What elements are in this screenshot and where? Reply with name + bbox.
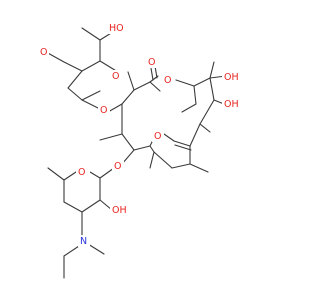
label-backdrop bbox=[112, 160, 124, 172]
bond bbox=[133, 145, 151, 151]
bond bbox=[99, 167, 115, 179]
hydroxyl-label: OH bbox=[112, 205, 127, 216]
label-backdrop bbox=[39, 46, 49, 58]
bond bbox=[209, 77, 215, 101]
label-backdrop bbox=[107, 22, 125, 34]
bond bbox=[121, 89, 135, 105]
bond bbox=[89, 171, 101, 179]
bond bbox=[87, 243, 105, 255]
label-backdrop bbox=[222, 71, 240, 83]
label-backdrop bbox=[161, 74, 175, 86]
molecule-structure-diagram: HO O O O O OH OH O O O O OH N bbox=[39, 22, 240, 279]
bond bbox=[150, 67, 154, 81]
bond bbox=[121, 133, 135, 151]
label-backdrop bbox=[76, 166, 90, 178]
label-backdrop bbox=[222, 98, 240, 110]
methoxy-oxygen-label: O bbox=[40, 47, 47, 58]
bond bbox=[127, 71, 135, 91]
bond bbox=[199, 99, 215, 125]
bonds bbox=[45, 27, 227, 279]
hydroxyl-label: OH bbox=[224, 99, 239, 110]
ring-oxygen-label: O bbox=[112, 71, 119, 82]
furan-oxygen-label: O bbox=[154, 131, 161, 142]
bond bbox=[81, 27, 101, 41]
glycoside-oxygen-label: O bbox=[114, 161, 121, 172]
glycoside-oxygen-label: O bbox=[100, 105, 107, 116]
bond bbox=[163, 133, 175, 142]
bond bbox=[99, 133, 123, 141]
bond bbox=[193, 77, 211, 87]
hydroxyl-label: HO bbox=[109, 23, 124, 34]
bond bbox=[63, 171, 77, 181]
bond bbox=[63, 201, 83, 213]
bond bbox=[173, 140, 191, 147]
label-backdrop bbox=[111, 70, 121, 82]
bond bbox=[174, 144, 192, 151]
bond bbox=[193, 85, 197, 105]
ring-oxygen-label: O bbox=[78, 167, 85, 178]
bond bbox=[47, 167, 65, 181]
label-backdrop bbox=[78, 235, 90, 247]
bond bbox=[181, 103, 197, 113]
bond bbox=[189, 163, 209, 173]
bond bbox=[81, 199, 101, 213]
bond bbox=[81, 60, 101, 72]
bond bbox=[171, 163, 191, 169]
bond bbox=[63, 61, 83, 72]
structure-svg: HO O O O O OH OH O O O O OH N bbox=[39, 22, 240, 279]
bond bbox=[67, 87, 83, 101]
carbonyl-oxygen-label: O bbox=[148, 57, 155, 68]
bond bbox=[67, 70, 83, 89]
bond bbox=[133, 81, 151, 91]
amine-nitrogen-label: N bbox=[80, 236, 87, 247]
bond bbox=[153, 151, 173, 169]
bond bbox=[81, 99, 99, 109]
label-backdrop bbox=[98, 104, 110, 116]
label-backdrop bbox=[110, 204, 128, 216]
label-backdrop bbox=[147, 56, 157, 68]
bond bbox=[149, 145, 155, 153]
bond bbox=[175, 79, 195, 87]
bond bbox=[107, 103, 123, 113]
hydroxyl-label: OH bbox=[224, 72, 239, 83]
label-backdrop bbox=[152, 130, 164, 142]
bond bbox=[149, 81, 161, 92]
ester-oxygen-label: O bbox=[164, 75, 171, 86]
bond bbox=[189, 123, 201, 147]
bond bbox=[199, 123, 211, 133]
bond bbox=[209, 61, 215, 79]
bond bbox=[81, 90, 101, 101]
atom-labels: HO O O O O OH OH O O O O OH N bbox=[39, 22, 240, 247]
bond bbox=[149, 151, 155, 169]
